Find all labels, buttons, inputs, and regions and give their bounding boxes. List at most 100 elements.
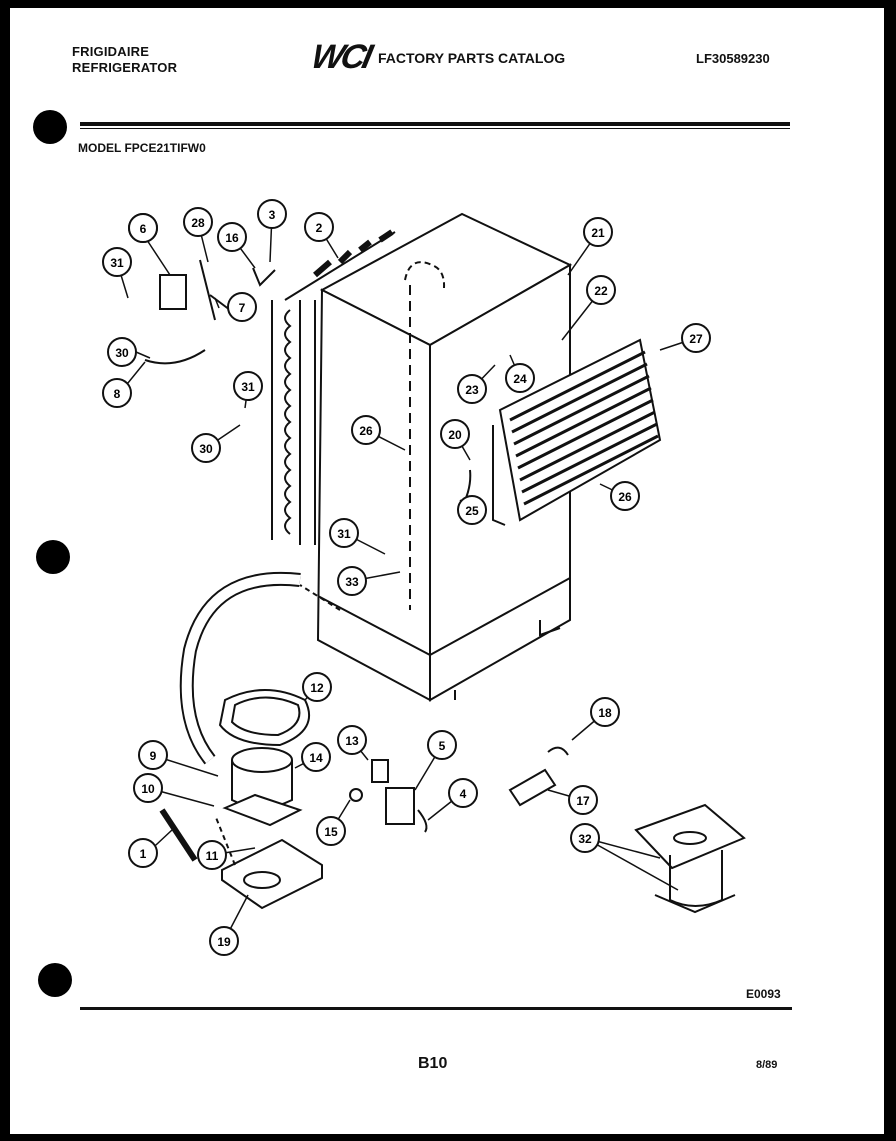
callout-number: 31 [110,256,124,270]
callout-number: 8 [114,387,121,401]
catalog-part-number: LF30589230 [696,51,770,66]
callout-circle [217,222,247,252]
callout-16: 16 [217,222,247,252]
callout-number: 7 [239,301,246,315]
callout-circle [590,697,620,727]
callout-circle [570,823,600,853]
callout-number: 30 [199,442,213,456]
callout-circle [329,518,359,548]
callout-number: 9 [150,749,157,763]
callout-5: 5 [427,730,457,760]
callout-circle [681,323,711,353]
cabinet-illustration [316,212,573,702]
callout-circle [301,742,331,772]
callout-circle [257,199,287,229]
callout-circle [133,773,163,803]
brand-name: FRIGIDAIRE [72,44,150,59]
diagram-code: E0093 [746,987,781,1001]
callout-22: 22 [586,275,616,305]
callout-circle [302,672,332,702]
callout-number: 19 [217,935,231,949]
callout-4: 4 [448,778,478,808]
callout-1: 1 [128,838,158,868]
callout-circle [128,838,158,868]
callout-number: 25 [465,504,479,518]
callout-14: 14 [301,742,331,772]
callout-number: 14 [309,751,323,765]
callout-circle [448,778,478,808]
callout-23: 23 [457,374,487,404]
callout-26: 26 [610,481,640,511]
callout-number: 17 [576,794,590,808]
callout-circle [107,337,137,367]
callout-number: 27 [689,332,703,346]
callout-21: 21 [583,217,613,247]
callout-circle [304,212,334,242]
callout-number: 1 [140,847,147,861]
callout-33: 33 [337,566,367,596]
callout-12: 12 [302,672,332,702]
callout-circle [337,725,367,755]
callout-27: 27 [681,323,711,353]
callout-number: 18 [598,706,612,720]
callout-15: 15 [316,816,346,846]
callout-number: 28 [191,216,205,230]
callout-3: 3 [257,199,287,229]
callout-number: 26 [359,424,373,438]
header-rule-thin [80,128,790,129]
callout-13: 13 [337,725,367,755]
callout-bubbles: 1234566789101112131415161718192021222324… [102,199,711,956]
callout-6: 6 [128,213,158,243]
callout-circle [610,481,640,511]
callout-circle [337,566,367,596]
callout-7: 7 [227,292,257,322]
brand-block: FRIGIDAIRE REFRIGERATOR [72,44,177,76]
callout-circle [227,292,257,322]
model-number: MODEL FPCE21TIFW0 [78,141,206,155]
condenser-coil [271,229,396,545]
callout-9: 9 [138,740,168,770]
callout-10: 10 [133,773,163,803]
callout-number: 22 [594,284,608,298]
binder-hole-bottom [38,963,72,997]
callout-number: 3 [269,208,276,222]
callout-31: 31 [233,371,263,401]
callout-circle [457,495,487,525]
callout-circle [183,207,213,237]
callout-number: 31 [337,527,351,541]
callout-24: 24 [505,363,535,393]
callout-circle [102,247,132,277]
compressor-illustration [221,747,323,910]
callout-18: 18 [590,697,620,727]
callout-circle [440,419,470,449]
relay-illustration [349,759,428,833]
callout-30: 30 [191,433,221,463]
callout-30: 30 [107,337,137,367]
callout-number: 30 [115,346,129,360]
callout-circle [583,217,613,247]
callout-number: 21 [591,226,605,240]
product-type: REFRIGERATOR [72,60,178,75]
callout-2: 2 [304,212,334,242]
callout-number: 5 [439,739,446,753]
binder-hole-middle [36,540,70,574]
callout-number: 31 [241,380,255,394]
print-date: 8/89 [756,1059,778,1071]
callout-number: 2 [316,221,323,235]
callout-circle [209,926,239,956]
callout-circle [138,740,168,770]
callout-circle [505,363,535,393]
callout-number: 6 [140,222,147,236]
callout-26: 26 [351,415,381,445]
callout-17: 17 [568,785,598,815]
callout-28: 28 [183,207,213,237]
callout-circle [102,378,132,408]
callout-number: 13 [345,734,359,748]
callout-circle [233,371,263,401]
callout-25: 25 [457,495,487,525]
callout-11: 11 [197,840,227,870]
drain-pan-illustration [218,689,310,747]
callout-circle [586,275,616,305]
callout-number: 20 [448,428,462,442]
